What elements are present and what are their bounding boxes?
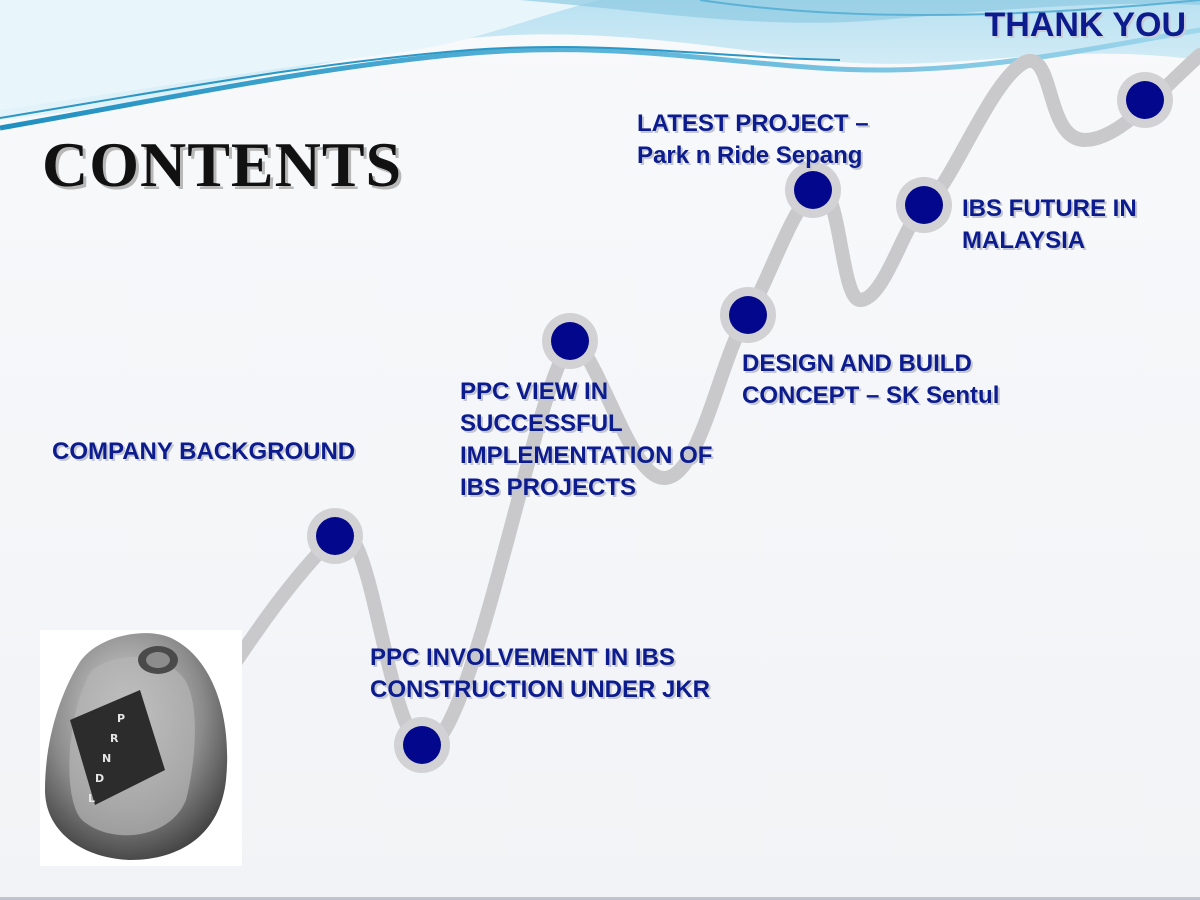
dot-ppc-view[interactable] bbox=[542, 313, 598, 369]
item-ibs-future[interactable]: IBS FUTURE IN MALAYSIA bbox=[962, 195, 1137, 254]
gear-label-p: P bbox=[117, 712, 125, 725]
gear-label-n: N bbox=[102, 752, 111, 765]
item-latest-project[interactable]: LATEST PROJECT – Park n Ride Sepang bbox=[637, 110, 869, 169]
mouse-image bbox=[40, 630, 242, 866]
gear-label-r: R bbox=[110, 732, 119, 745]
dot-ppc-involvement[interactable] bbox=[394, 717, 450, 773]
item-ppc-view[interactable]: PPC VIEW IN SUCCESSFUL IMPLEMENTATION OF… bbox=[460, 378, 713, 501]
dot-thank-you[interactable] bbox=[1117, 72, 1173, 128]
item-design-build[interactable]: DESIGN AND BUILD CONCEPT – SK Sentul bbox=[742, 350, 1000, 409]
timeline-dots bbox=[307, 72, 1173, 773]
gear-label-l: L bbox=[88, 792, 95, 805]
slide-title: CONTENTS bbox=[42, 129, 403, 200]
item-ppc-involvement[interactable]: PPC INVOLVEMENT IN IBS CONSTRUCTION UNDE… bbox=[370, 644, 711, 703]
thank-you-link[interactable]: THANK YOU bbox=[984, 6, 1187, 44]
slide-bottom-border bbox=[0, 897, 1200, 900]
dot-ibs-future[interactable] bbox=[896, 177, 952, 233]
mouse-gear-labels: P R N D L bbox=[88, 712, 125, 805]
dot-latest-project[interactable] bbox=[785, 162, 841, 218]
header-wave bbox=[0, 0, 1200, 131]
timeline-path bbox=[168, 48, 1200, 757]
item-company-background[interactable]: COMPANY BACKGROUND bbox=[52, 438, 356, 465]
dot-company-background[interactable] bbox=[307, 508, 363, 564]
dot-design-build[interactable] bbox=[720, 287, 776, 343]
gear-label-d: D bbox=[95, 772, 104, 785]
